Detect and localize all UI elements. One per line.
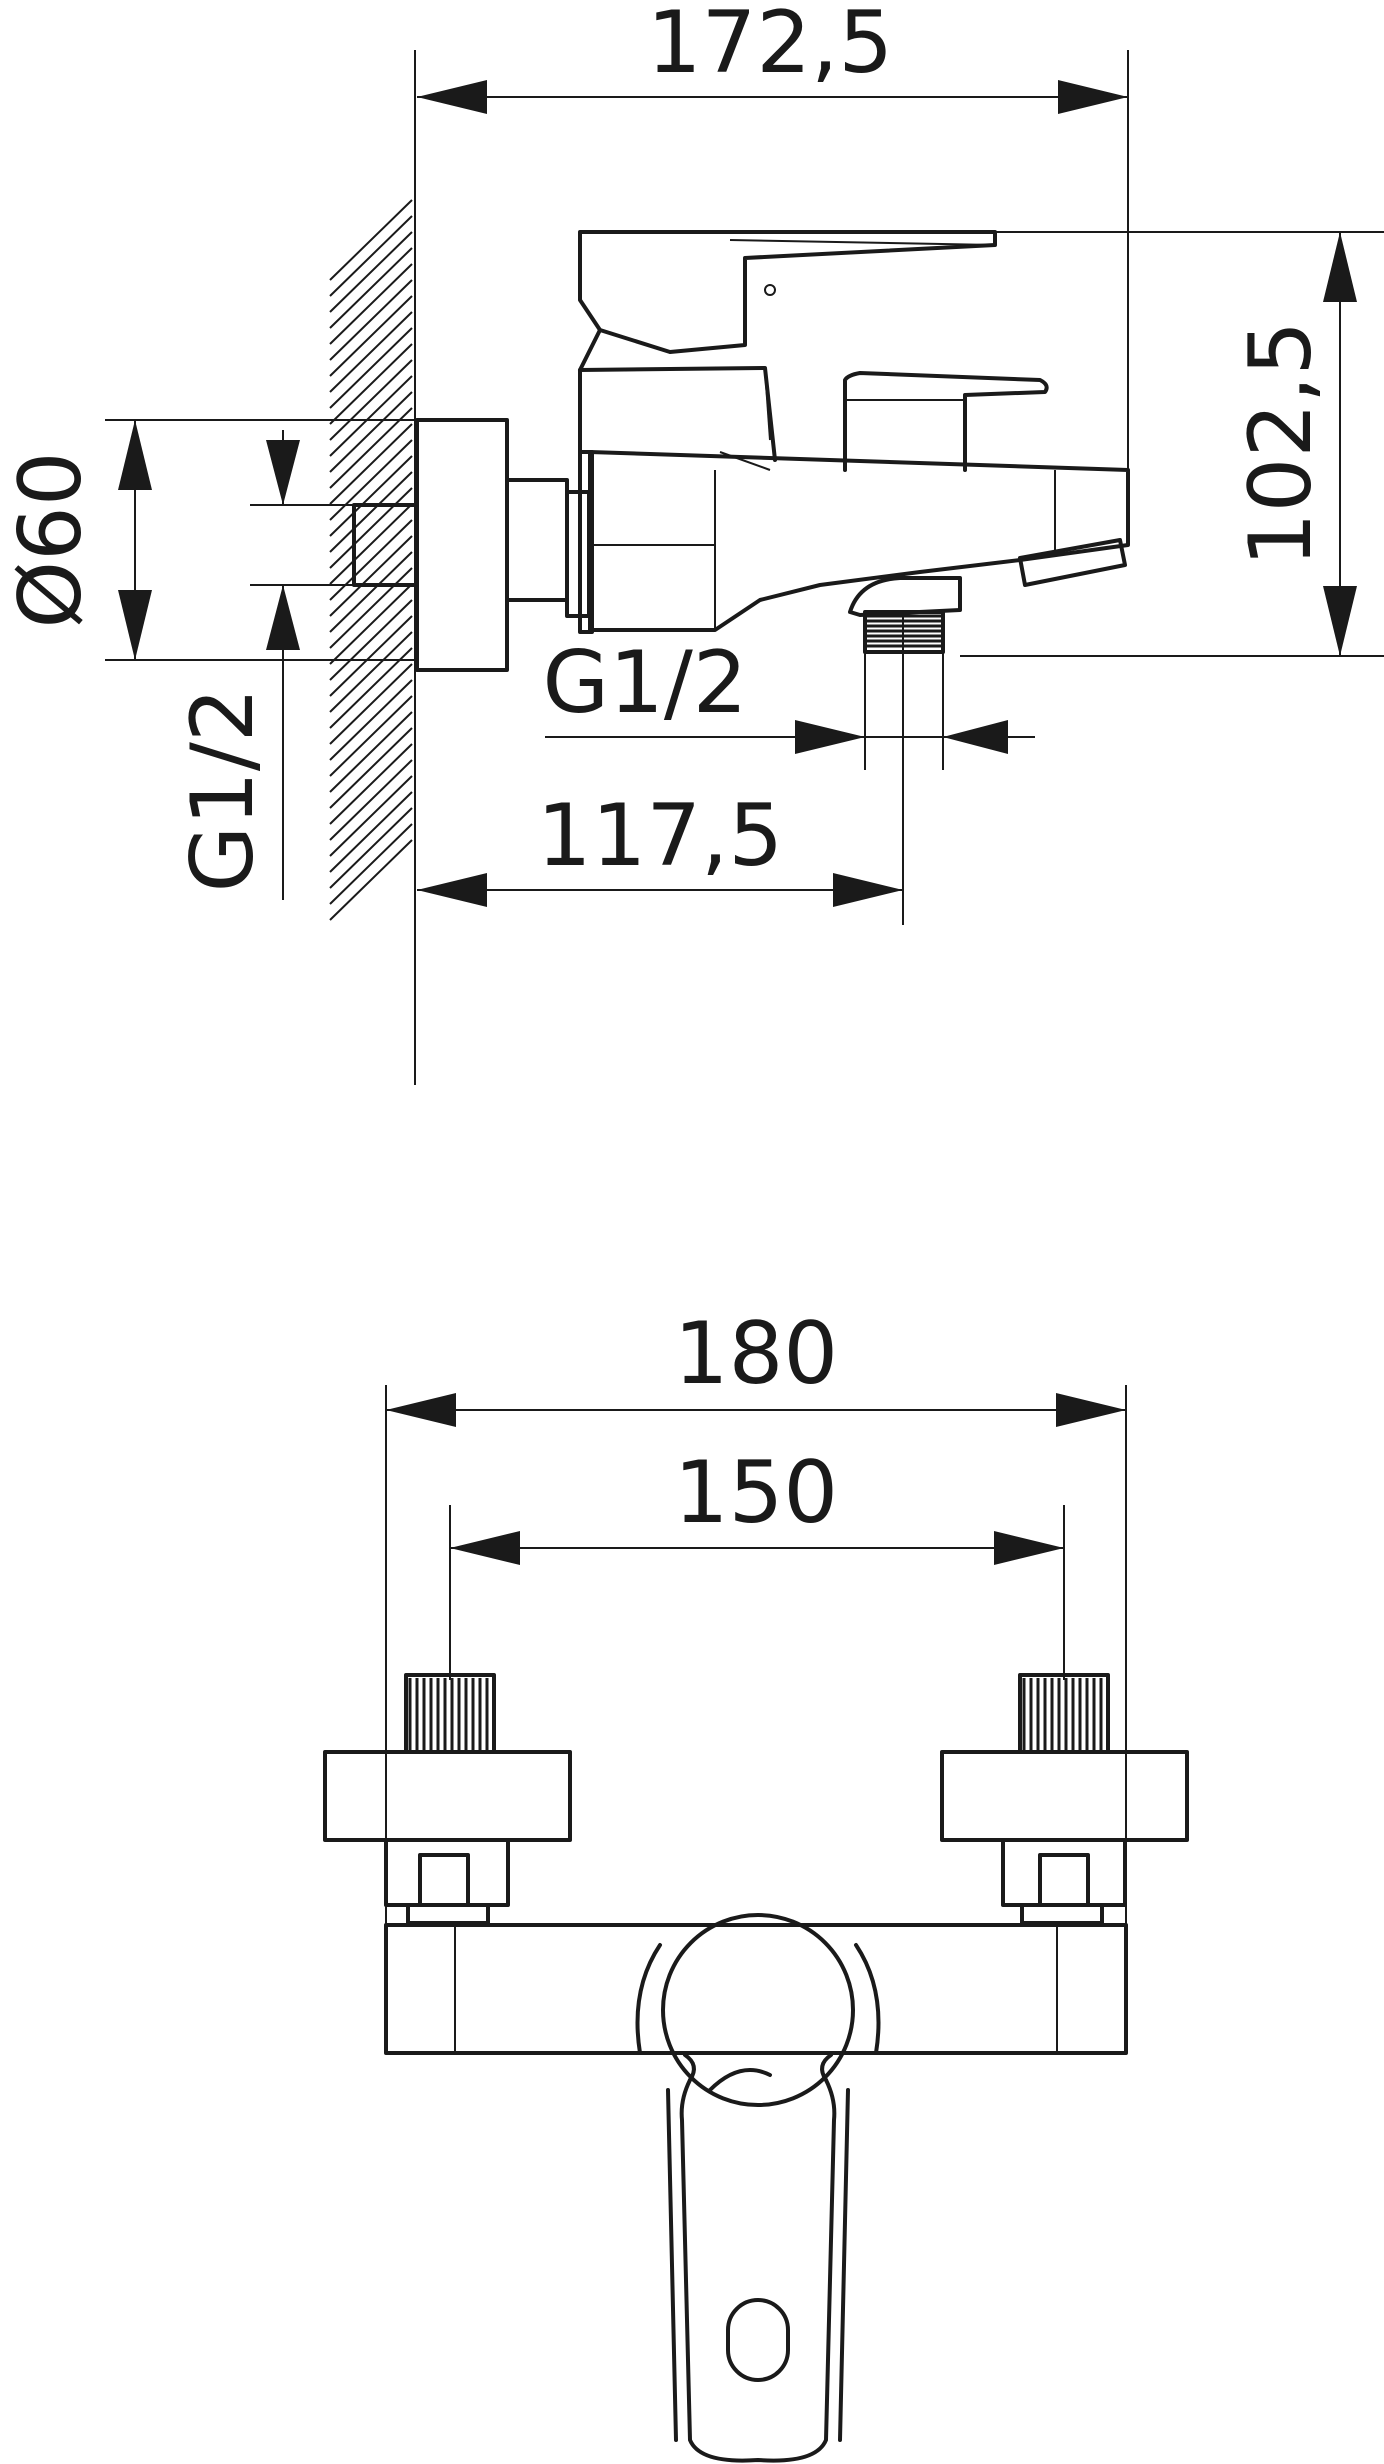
wall-hatch-line	[329, 839, 413, 921]
side-view: 172,5 102,5 Ø60 G1/2	[1, 0, 1384, 1085]
wall-hatching	[329, 50, 416, 1085]
wall-hatch-line	[329, 599, 413, 681]
wall-hatch-line	[329, 519, 413, 601]
wall-hatch-line	[329, 199, 413, 281]
wall-hatch-line	[329, 711, 413, 793]
dimension-102-5: 102,5	[1231, 232, 1357, 656]
dim-label-150: 150	[674, 1443, 838, 1543]
wall-hatch-line	[329, 679, 413, 761]
wall-hatch-line	[329, 423, 413, 505]
eccentric-connector	[505, 478, 591, 618]
dim-label-outlet: G1/2	[542, 633, 747, 733]
dim-label-wall-inlet: G1/2	[173, 687, 273, 892]
wall-hatch-line	[329, 551, 413, 633]
dimension-diameter-60: Ø60	[1, 420, 152, 660]
wall-hatch-line	[329, 663, 413, 745]
dim-label-diameter: Ø60	[1, 451, 101, 628]
wall-hatch-line	[329, 295, 413, 377]
wall-hatch-line	[329, 647, 413, 729]
wall-hatch-line	[329, 759, 413, 841]
dimension-outlet-thread: G1/2	[542, 633, 1035, 754]
front-body	[384, 1923, 1128, 2055]
wall-hatch-line	[329, 695, 413, 777]
wall-hatch-line	[329, 567, 413, 649]
dimension-wall-inlet-thread: G1/2	[173, 430, 300, 900]
dim-label-172-5: 172,5	[647, 0, 893, 93]
wall-hatch-line	[329, 775, 413, 857]
wall-hatch-line	[329, 375, 413, 457]
wall-hatch-line	[329, 487, 413, 569]
wall-hatch-line	[329, 343, 413, 425]
wall-hatch-line	[329, 263, 413, 345]
dim-label-117-5: 117,5	[537, 786, 783, 886]
left-inlet	[323, 1673, 572, 1925]
mixer-body	[578, 230, 1130, 654]
wall-hatch-line	[329, 503, 413, 585]
wall-hatch-line	[329, 455, 413, 537]
wall-hatch-line	[329, 391, 413, 473]
wall-hatch-line	[329, 359, 413, 441]
wall-hatch-line	[329, 231, 413, 313]
wall-hatch-line	[329, 631, 413, 713]
wall-hatch-line	[329, 471, 413, 553]
wall-hatch-line	[329, 215, 413, 297]
dim-label-102-5: 102,5	[1231, 321, 1331, 567]
wall-hatch-line	[329, 615, 413, 697]
dim-label-180: 180	[674, 1304, 838, 1404]
front-lever-handle	[635, 1913, 881, 2463]
wall-hatch-line	[329, 535, 413, 617]
wall-hatch-line	[329, 439, 413, 521]
wall-hatch-line	[329, 327, 413, 409]
wall-hatch-line	[329, 247, 413, 329]
wall-hatch-line	[329, 583, 413, 665]
wall-hatch-line	[329, 791, 413, 873]
wall-hatch-line	[329, 407, 413, 489]
wall-hatch-line	[329, 743, 413, 825]
dimension-180: 180	[385, 1304, 1127, 1925]
right-inlet	[940, 1673, 1189, 1925]
dimension-172-5: 172,5	[417, 0, 1128, 114]
wall-hatch-line	[329, 807, 413, 889]
wall-hatch-line	[329, 311, 413, 393]
wall-hatch-line	[329, 279, 413, 361]
wall-hatch-line	[329, 727, 413, 809]
wall-hatch-line	[329, 823, 413, 905]
front-view: 180 150	[323, 1304, 1189, 2463]
dimension-150: 150	[449, 1443, 1065, 1680]
dimension-117-5: 117,5	[417, 786, 903, 907]
